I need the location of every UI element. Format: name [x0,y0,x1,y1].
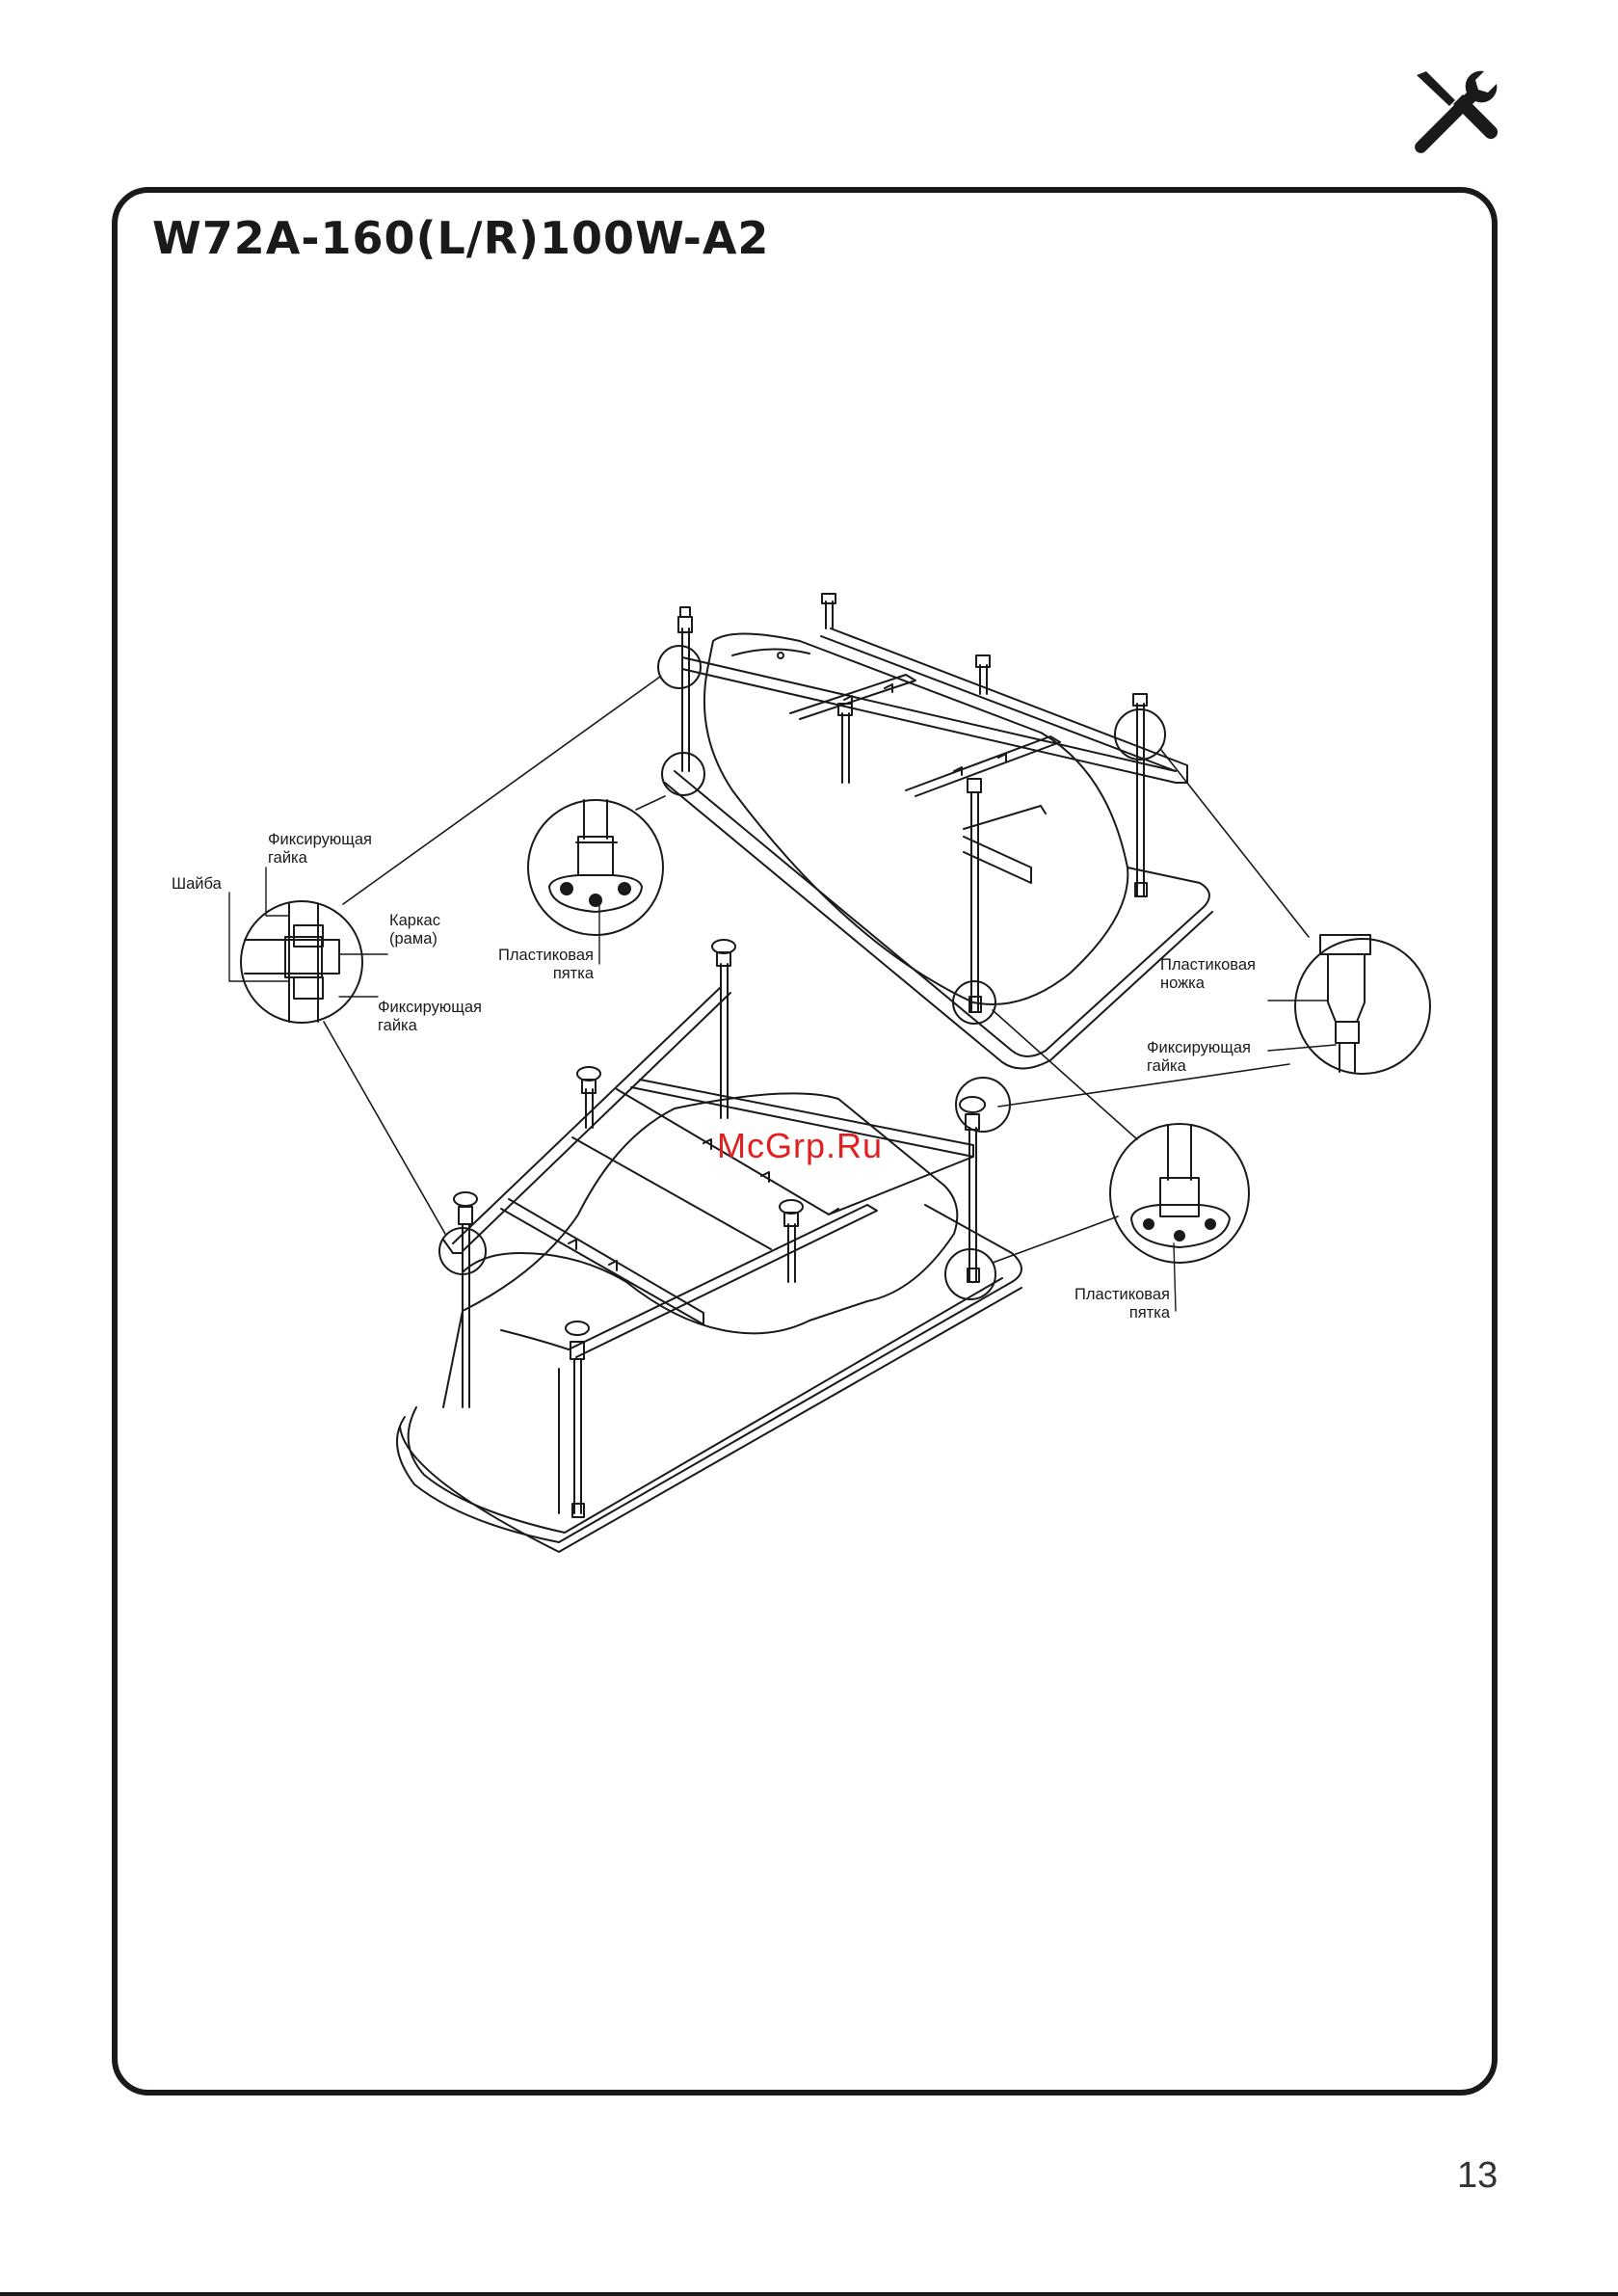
label-washer: Шайба [172,875,222,894]
watermark: McGrp.Ru [717,1126,883,1166]
label-plastic-leg: Пластиковая ножка [1160,956,1256,993]
upper-bathtub [658,594,1212,1069]
label-fixing-nut-top: Фиксирующая гайка [268,831,372,868]
label-plastic-heel-bottom: Пластиковая пятка [1056,1286,1170,1322]
label-fixing-nut-right: Фиксирующая гайка [1147,1039,1251,1076]
label-plastic-heel-top: Пластиковая пятка [480,947,594,983]
label-frame: Каркас (рама) [389,912,440,948]
detail-plastic-leg [1295,935,1430,1074]
lower-bathtub [397,940,1021,1552]
detail-plastic-heel-top [528,800,663,935]
upper-legs [678,594,1147,1012]
label-fixing-nut-bottom: Фиксирующая гайка [378,999,482,1035]
page-number: 13 [1457,2155,1498,2197]
lower-legs [454,940,985,1517]
detail-nut-assembly [241,901,362,1023]
detail-plastic-heel-bottom [1110,1124,1249,1263]
bottom-rule [0,2292,1618,2296]
